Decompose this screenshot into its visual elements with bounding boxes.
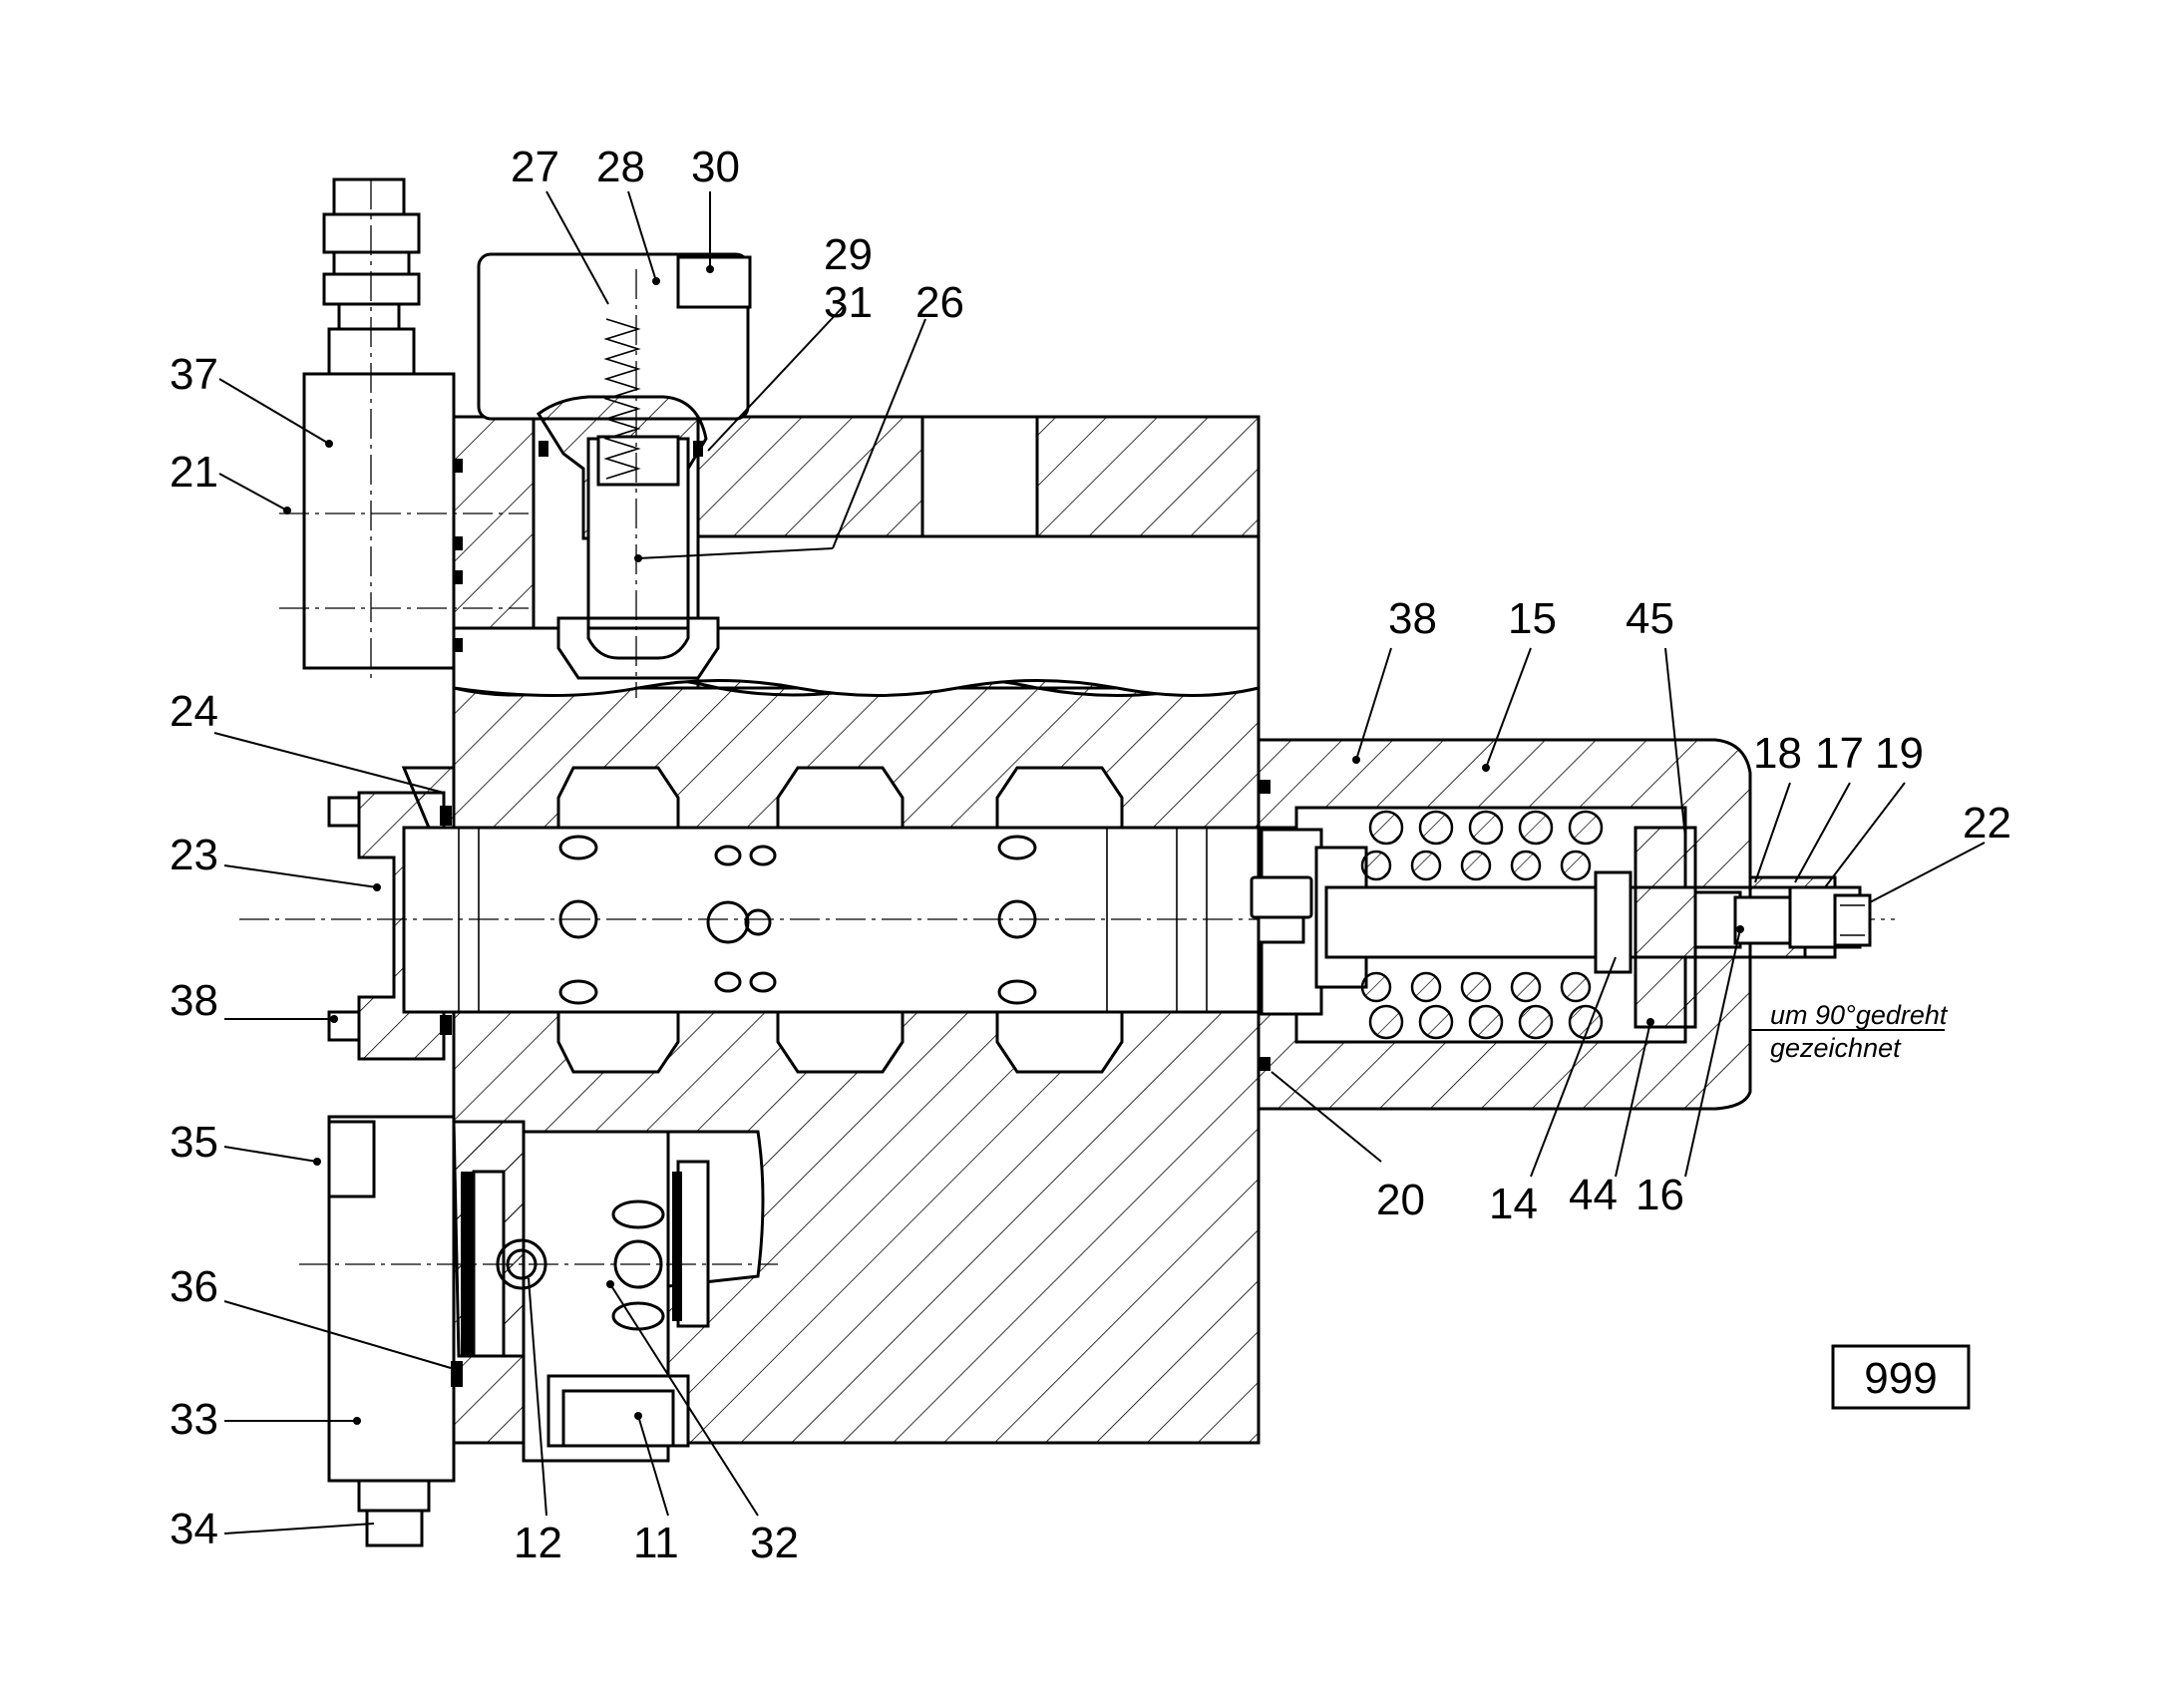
reference-number: 999 (1864, 1354, 1937, 1403)
callout-26: 26 (915, 278, 964, 327)
callout-35: 35 (170, 1118, 218, 1167)
callout-15: 15 (1508, 594, 1557, 643)
callout-11: 11 (633, 1519, 679, 1567)
spring-housing (1250, 738, 1807, 1111)
callout-38-right: 38 (1388, 594, 1437, 643)
callout-38-left: 38 (170, 976, 218, 1025)
callout-34: 34 (170, 1505, 218, 1553)
reference-box: 999 (1831, 1344, 1971, 1410)
callout-labels: 27 28 30 29 31 26 37 21 24 23 38 35 36 3… (170, 143, 2011, 1567)
callout-18: 18 (1753, 729, 1802, 778)
callout-28: 28 (596, 143, 645, 191)
callout-14: 14 (1489, 1180, 1538, 1228)
callout-45: 45 (1626, 594, 1674, 643)
top-fitting-37 (279, 177, 529, 678)
callout-37: 37 (170, 350, 218, 399)
callout-20: 20 (1376, 1176, 1425, 1224)
callout-44: 44 (1569, 1171, 1618, 1219)
callout-36: 36 (170, 1262, 218, 1311)
callout-33: 33 (170, 1395, 218, 1444)
callout-21: 21 (170, 448, 218, 497)
callout-31: 31 (824, 278, 873, 327)
callout-16: 16 (1635, 1171, 1684, 1219)
callout-12: 12 (514, 1519, 562, 1567)
pilot-valve-assembly (477, 252, 752, 698)
note-line-2: gezeichnet (1770, 1033, 1902, 1063)
callout-30: 30 (691, 143, 740, 191)
callout-32: 32 (750, 1519, 799, 1567)
leader-dots (283, 265, 1744, 1425)
leader-lines (213, 190, 1986, 1535)
callout-24: 24 (170, 687, 218, 736)
adjustment-screw (1733, 875, 1872, 959)
note-line-1: um 90°gedreht (1770, 1000, 1949, 1030)
callout-17: 17 (1815, 729, 1864, 778)
callout-27: 27 (511, 143, 559, 191)
callout-23: 23 (170, 831, 218, 879)
callout-19: 19 (1875, 729, 1924, 778)
callout-29: 29 (824, 230, 873, 279)
callout-22: 22 (1963, 799, 2011, 848)
rotation-note: um 90°gedreht gezeichnet (1750, 1000, 1949, 1063)
